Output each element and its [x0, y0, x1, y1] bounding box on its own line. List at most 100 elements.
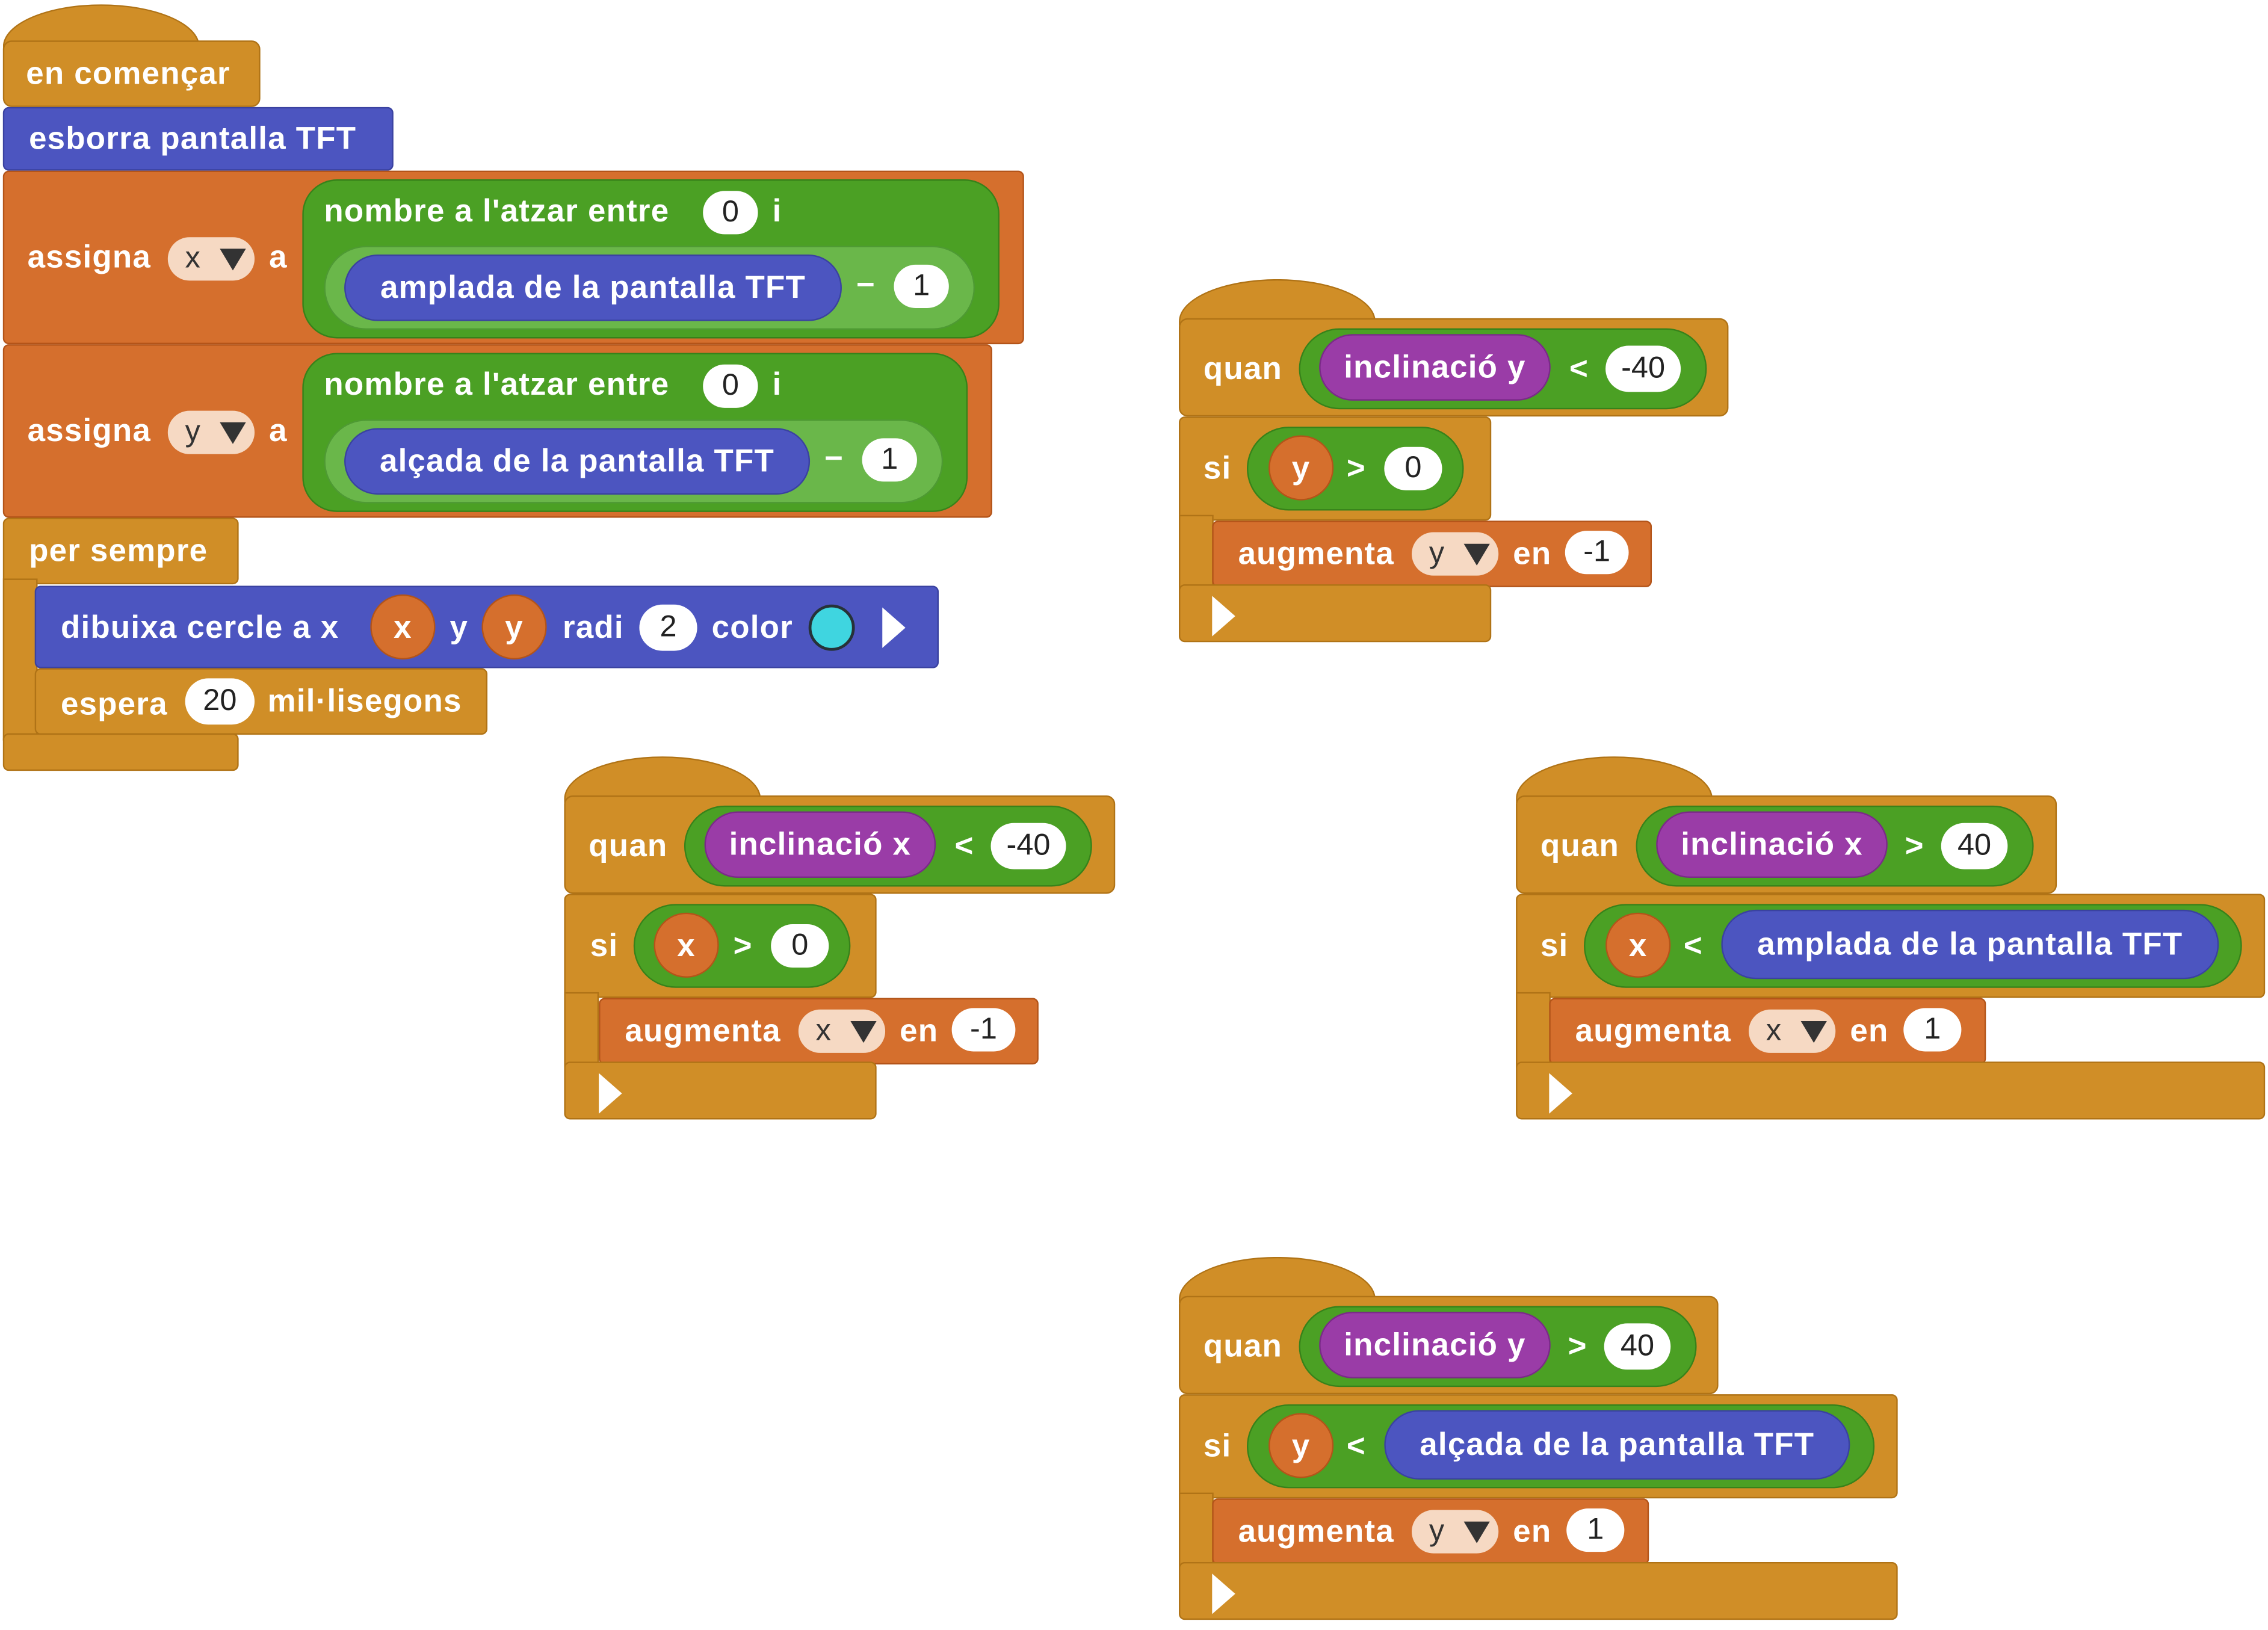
- assign-y-label: assigna: [27, 412, 152, 449]
- tilt-x-neg-op: <: [954, 827, 974, 864]
- random-x-and-label: i: [772, 192, 782, 229]
- tilt-x-neg-step[interactable]: -1: [951, 1008, 1016, 1052]
- draw-radius-label: radi: [563, 608, 624, 646]
- forever-label: per sempre: [29, 532, 208, 569]
- assign-x-var-dropdown[interactable]: x: [167, 237, 255, 281]
- tilt-x-neg-sensor[interactable]: inclinació x: [704, 811, 936, 878]
- tilt-x-neg-when-label: quan: [589, 827, 668, 864]
- draw-x-var[interactable]: x: [370, 594, 436, 660]
- tilt-x-pos-sensor-label: inclinació x: [1681, 826, 1863, 862]
- wait-value[interactable]: 20: [185, 678, 255, 725]
- draw-radius-value[interactable]: 2: [639, 604, 697, 651]
- tilt-y-pos-inc-label: augmenta: [1238, 1513, 1394, 1549]
- tilt-y-neg-if-label: si: [1203, 449, 1232, 486]
- tilt-y-pos-cond-op: <: [1346, 1427, 1366, 1464]
- expand-arrow-icon[interactable]: [1212, 596, 1235, 637]
- forever-arm: [2, 578, 38, 741]
- tilt-y-neg-step[interactable]: -1: [1565, 531, 1629, 575]
- tilt-y-pos-step[interactable]: 1: [1566, 1508, 1625, 1552]
- tilt-y-pos-cond-var[interactable]: y: [1268, 1413, 1334, 1478]
- tilt-x-pos-op: >: [1905, 827, 1924, 864]
- tilt-y-neg-cond-var[interactable]: y: [1268, 435, 1334, 501]
- random-y-from[interactable]: 0: [703, 364, 758, 408]
- tilt-x-pos-sensor[interactable]: inclinació x: [1656, 811, 1888, 878]
- tilt-x-pos-if-label: si: [1540, 927, 1569, 963]
- forever-bottom: [2, 733, 239, 771]
- draw-color-label: color: [711, 608, 793, 646]
- tilt-y-pos-sensor-label: inclinació y: [1344, 1326, 1526, 1363]
- assign-y-var: y: [185, 415, 200, 449]
- tilt-x-pos-limit-block[interactable]: amplada de la pantalla TFT: [1721, 909, 2219, 980]
- chevron-down-icon: [220, 249, 246, 271]
- assign-x-to-label: a: [269, 238, 288, 275]
- tilt-x-neg-if-label: si: [590, 927, 619, 963]
- minus-y-value[interactable]: 1: [862, 438, 917, 482]
- tilt-x-pos-by-label: en: [1850, 1012, 1889, 1049]
- tilt-x-pos-inc-var: x: [1766, 1013, 1782, 1048]
- tilt-x-neg-cond-op: >: [733, 927, 753, 963]
- minus-x-value[interactable]: 1: [894, 264, 949, 308]
- tilt-y-neg-inc-label: augmenta: [1238, 535, 1394, 572]
- wait-label: espera: [60, 685, 168, 722]
- tilt-x-neg-threshold[interactable]: -40: [990, 823, 1066, 869]
- expand-arrow-icon[interactable]: [1212, 1573, 1235, 1614]
- tilt-y-neg-sensor[interactable]: inclinació y: [1319, 334, 1551, 401]
- tilt-y-pos-cond-var-label: y: [1291, 1427, 1311, 1463]
- chevron-down-icon: [850, 1021, 877, 1043]
- tilt-x-neg-by-label: en: [900, 1012, 939, 1049]
- tilt-x-neg-cond-value[interactable]: 0: [771, 924, 829, 968]
- assign-y-to-label: a: [269, 412, 288, 449]
- tilt-y-pos-limit-label: alçada de la pantalla TFT: [1420, 1426, 1815, 1463]
- wait-block[interactable]: espera: [34, 668, 488, 735]
- tilt-x-pos-cond-op: <: [1683, 927, 1704, 963]
- on-start-block[interactable]: en començar: [2, 40, 261, 107]
- tilt-x-pos-if-bottom: [1516, 1061, 2266, 1120]
- tilt-x-neg-inc-var: x: [815, 1013, 831, 1048]
- clear-screen-label: esborra pantalla TFT: [29, 120, 357, 156]
- tilt-y-neg-inc-var: y: [1429, 536, 1445, 570]
- screen-height-label: alçada de la pantalla TFT: [380, 442, 775, 479]
- chevron-down-icon: [1800, 1021, 1827, 1043]
- tilt-y-pos-inc-var-dropdown[interactable]: y: [1412, 1510, 1499, 1554]
- clear-screen-block[interactable]: esborra pantalla TFT: [2, 107, 394, 171]
- tilt-y-neg-threshold[interactable]: -40: [1605, 345, 1681, 392]
- tilt-y-pos-sensor[interactable]: inclinació y: [1319, 1312, 1551, 1378]
- draw-color-swatch[interactable]: [808, 604, 855, 651]
- tilt-y-neg-op: <: [1569, 350, 1589, 386]
- draw-y-var[interactable]: y: [481, 594, 547, 660]
- tilt-y-neg-if-arm: [1179, 514, 1214, 590]
- expand-arrow-icon[interactable]: [599, 1073, 622, 1114]
- wait-unit-label: mil·lisegons: [267, 682, 462, 719]
- expand-arrow-icon[interactable]: [882, 607, 906, 648]
- tilt-x-pos-cond-var[interactable]: x: [1605, 912, 1671, 978]
- chevron-down-icon: [1463, 543, 1490, 566]
- forever-top[interactable]: per sempre: [2, 517, 239, 585]
- tilt-y-neg-cond-var-label: y: [1291, 449, 1311, 486]
- tilt-x-neg-sensor-label: inclinació x: [729, 826, 912, 862]
- random-y-label: nombre a l'atzar entre: [324, 366, 670, 403]
- screen-width-block[interactable]: amplada de la pantalla TFT: [344, 255, 842, 321]
- random-y-and-label: i: [772, 366, 782, 403]
- tilt-y-neg-cond-value[interactable]: 0: [1384, 446, 1442, 490]
- draw-circle-label: dibuixa cercle a x: [60, 608, 339, 646]
- tilt-y-pos-if-label: si: [1203, 1427, 1232, 1464]
- screen-height-block[interactable]: alçada de la pantalla TFT: [344, 428, 811, 495]
- tilt-x-pos-step[interactable]: 1: [1903, 1008, 1962, 1052]
- tilt-y-pos-limit-block[interactable]: alçada de la pantalla TFT: [1384, 1410, 1850, 1480]
- expand-arrow-icon[interactable]: [1549, 1073, 1572, 1114]
- tilt-x-pos-limit-label: amplada de la pantalla TFT: [1757, 925, 2183, 962]
- chevron-down-icon: [1463, 1521, 1490, 1543]
- tilt-x-neg-inc-var-dropdown[interactable]: x: [798, 1009, 886, 1053]
- tilt-y-pos-if-arm: [1179, 1492, 1214, 1568]
- tilt-x-neg-cond-var[interactable]: x: [654, 912, 719, 978]
- tilt-y-neg-sensor-label: inclinació y: [1344, 348, 1526, 385]
- tilt-y-pos-threshold[interactable]: 40: [1604, 1323, 1671, 1370]
- tilt-y-neg-when-label: quan: [1203, 350, 1283, 386]
- random-x-label: nombre a l'atzar entre: [324, 192, 670, 229]
- random-x-from[interactable]: 0: [703, 191, 758, 235]
- tilt-x-pos-if-arm: [1516, 992, 1551, 1067]
- assign-x-label: assigna: [27, 238, 152, 275]
- tilt-y-neg-by-label: en: [1513, 535, 1552, 572]
- tilt-x-pos-threshold[interactable]: 40: [1941, 823, 2008, 869]
